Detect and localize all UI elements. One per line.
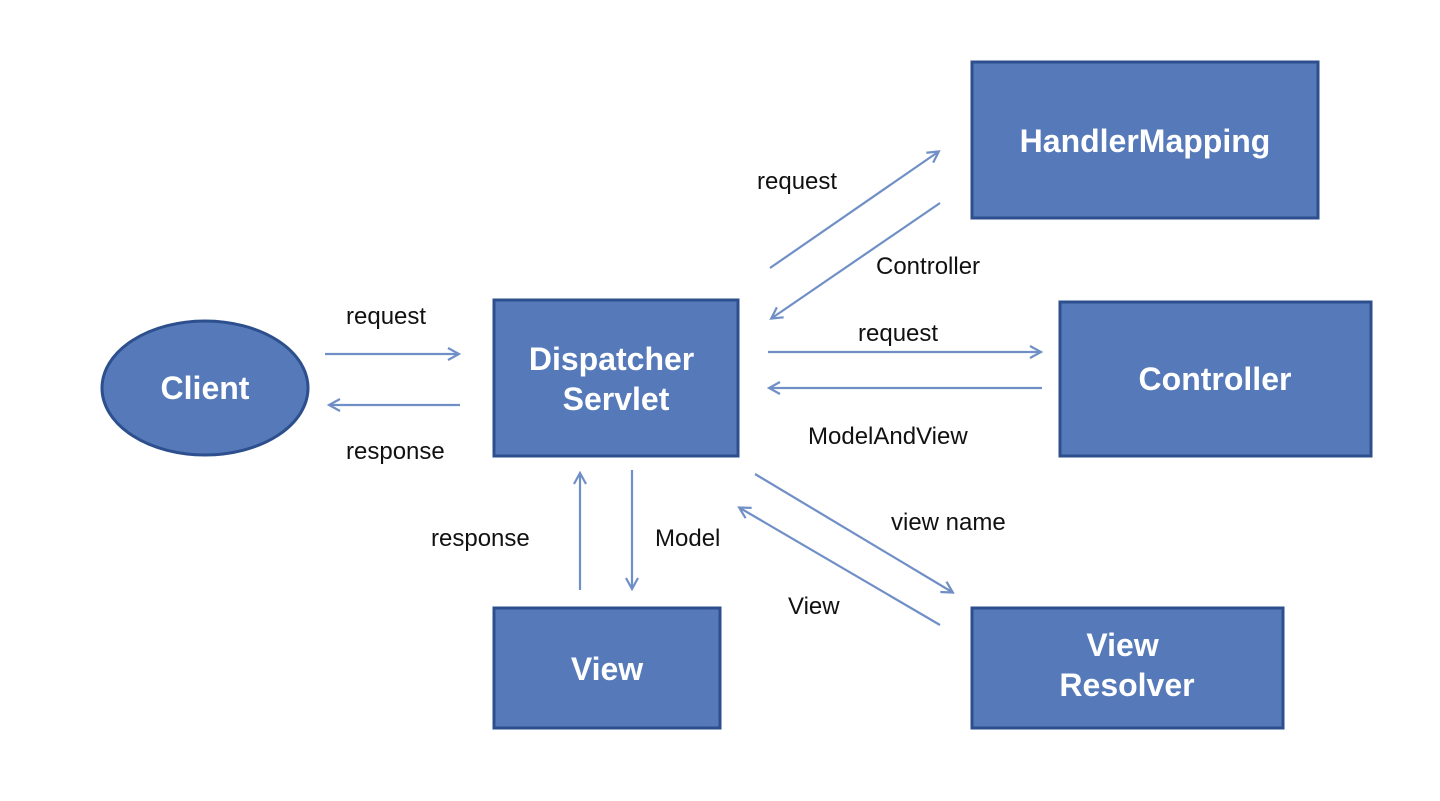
client-node: Client — [100, 319, 310, 457]
ctrl-request-label: request — [858, 320, 938, 347]
view-resolver-node: View Resolver — [970, 606, 1285, 730]
vr-view-name-label: view name — [891, 509, 1006, 536]
ctrl-modelandview-label: ModelAndView — [808, 423, 968, 450]
view-resolver-label-line-1: View — [1086, 627, 1158, 663]
hm-controller-label: Controller — [876, 253, 980, 280]
view-resolver-label: View Resolver — [1059, 627, 1194, 703]
vr-view-label: View — [788, 593, 840, 620]
hm-request-label: request — [757, 168, 837, 195]
controller-label: Controller — [1139, 361, 1292, 397]
client-response-label: response — [346, 438, 445, 465]
dispatcher-servlet-node: Dispatcher Servlet — [492, 298, 740, 458]
dispatcher-servlet-label: Dispatcher Servlet — [529, 341, 703, 417]
handler-mapping-node: HandlerMapping — [970, 60, 1320, 220]
view-label: View — [571, 651, 643, 687]
hm-request-arrow — [769, 152, 938, 269]
dispatcher-label-line-1: Dispatcher — [529, 341, 694, 377]
view-node: View — [492, 606, 722, 730]
hm-controller-arrow — [772, 202, 941, 318]
view-response-label: response — [431, 525, 530, 552]
view-model-label: Model — [655, 525, 720, 552]
handler-mapping-label: HandlerMapping — [1020, 123, 1271, 159]
client-request-label: request — [346, 303, 426, 330]
vr-view-name-arrow — [754, 473, 952, 592]
client-label: Client — [161, 370, 250, 406]
vr-view-arrow — [740, 508, 941, 626]
controller-node: Controller — [1058, 300, 1373, 458]
view-resolver-label-line-2: Resolver — [1059, 667, 1194, 703]
dispatcher-label-line-2: Servlet — [563, 381, 670, 417]
